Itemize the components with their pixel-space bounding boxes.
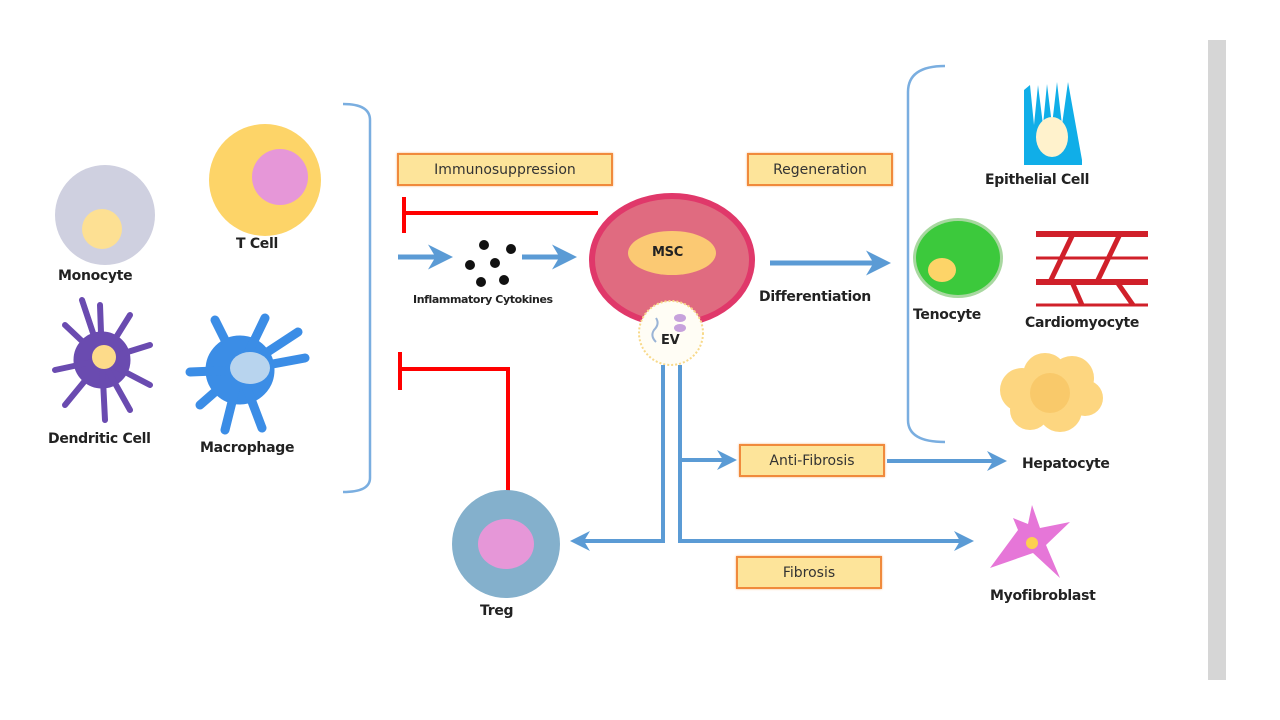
regeneration-box: Regeneration bbox=[747, 153, 893, 186]
cytokine-dots-icon bbox=[465, 240, 516, 287]
ev-label: EV bbox=[661, 333, 680, 348]
hepatocyte-icon bbox=[1000, 353, 1103, 432]
cardiomyocyte-icon bbox=[1036, 231, 1148, 307]
myofibroblast-icon bbox=[990, 505, 1070, 578]
treg-inhibit-line bbox=[398, 352, 510, 492]
dendritic-cell-label: Dendritic Cell bbox=[48, 431, 151, 447]
monocyte-label: Monocyte bbox=[58, 268, 133, 284]
ev-vesicle-icon bbox=[638, 300, 704, 366]
immune-bracket bbox=[342, 102, 372, 494]
macrophage-icon bbox=[185, 313, 310, 435]
differentiation-bracket bbox=[906, 64, 946, 444]
t-cell-icon bbox=[209, 124, 321, 236]
treg-cell-icon bbox=[452, 490, 560, 598]
tenocyte-icon bbox=[913, 218, 1003, 298]
differentiation-label: Differentiation bbox=[759, 289, 871, 305]
epithelial-cell-label: Epithelial Cell bbox=[985, 172, 1090, 188]
anti-fibrosis-box: Anti-Fibrosis bbox=[739, 444, 885, 477]
hepatocyte-label: Hepatocyte bbox=[1022, 456, 1110, 472]
dendritic-cell-icon bbox=[52, 297, 153, 423]
t-cell-label: T Cell bbox=[236, 236, 278, 252]
cardiomyocyte-label: Cardiomyocyte bbox=[1025, 315, 1140, 331]
monocyte-icon bbox=[55, 165, 155, 265]
fibrosis-box: Fibrosis bbox=[736, 556, 882, 589]
msc-label: MSC bbox=[652, 245, 683, 260]
immunosuppression-box: Immunosuppression bbox=[397, 153, 613, 186]
epithelial-cell-icon bbox=[1024, 82, 1082, 165]
macrophage-label: Macrophage bbox=[200, 440, 295, 456]
vertical-scrollbar[interactable] bbox=[1208, 40, 1226, 680]
ev-output-lines bbox=[570, 365, 1007, 551]
msc-cell-icon bbox=[589, 193, 755, 327]
immunosuppression-inhibit-line bbox=[402, 197, 598, 233]
treg-label: Treg bbox=[480, 603, 514, 619]
cytokines-label: Inflammatory Cytokines bbox=[413, 293, 553, 306]
myofibroblast-label: Myofibroblast bbox=[990, 588, 1096, 604]
tenocyte-label: Tenocyte bbox=[913, 307, 981, 323]
